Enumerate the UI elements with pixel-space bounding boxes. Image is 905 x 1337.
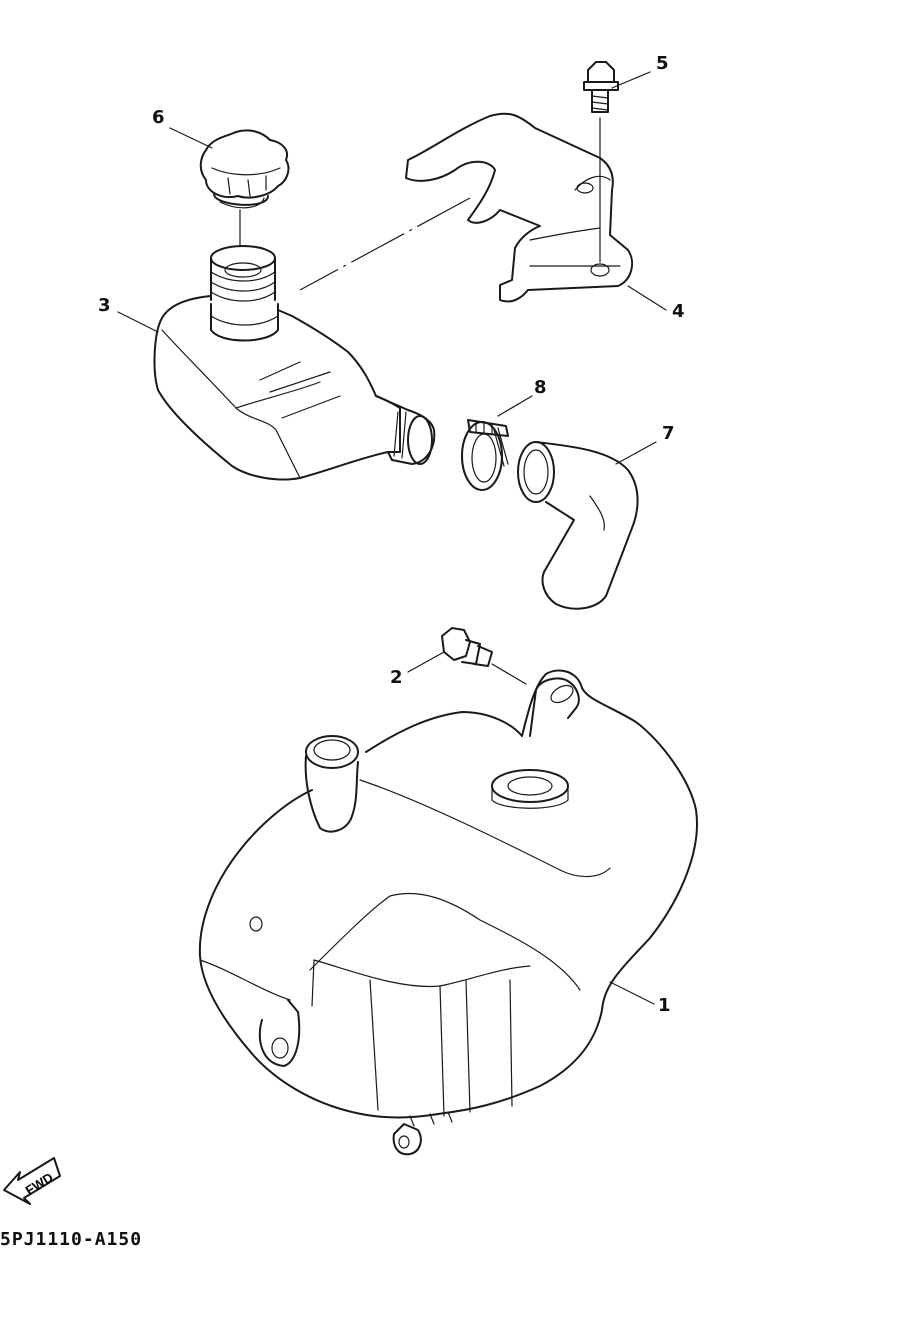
bolt-2 xyxy=(441,627,527,685)
bracket-4 xyxy=(405,112,634,303)
bolt-5 xyxy=(583,61,619,263)
leader-lines xyxy=(117,71,667,1005)
callout-7: 7 xyxy=(662,423,675,444)
callout-2: 2 xyxy=(390,667,403,688)
callout-1: 1 xyxy=(658,995,671,1016)
cap-6 xyxy=(199,129,290,247)
callout-8: 8 xyxy=(534,377,547,398)
fwd-arrow-icon: FWD xyxy=(3,1157,61,1205)
callout-4: 4 xyxy=(672,301,685,322)
hose-7 xyxy=(517,441,639,610)
drawing-code: 5PJ1110-A150 xyxy=(0,1229,143,1250)
tank-3 xyxy=(153,245,436,481)
callout-3: 3 xyxy=(98,295,111,316)
alignment-line xyxy=(299,197,471,291)
callout-6: 6 xyxy=(152,107,165,128)
clamp-8 xyxy=(461,419,509,491)
tank-1 xyxy=(198,669,698,1156)
callout-5: 5 xyxy=(656,53,669,74)
